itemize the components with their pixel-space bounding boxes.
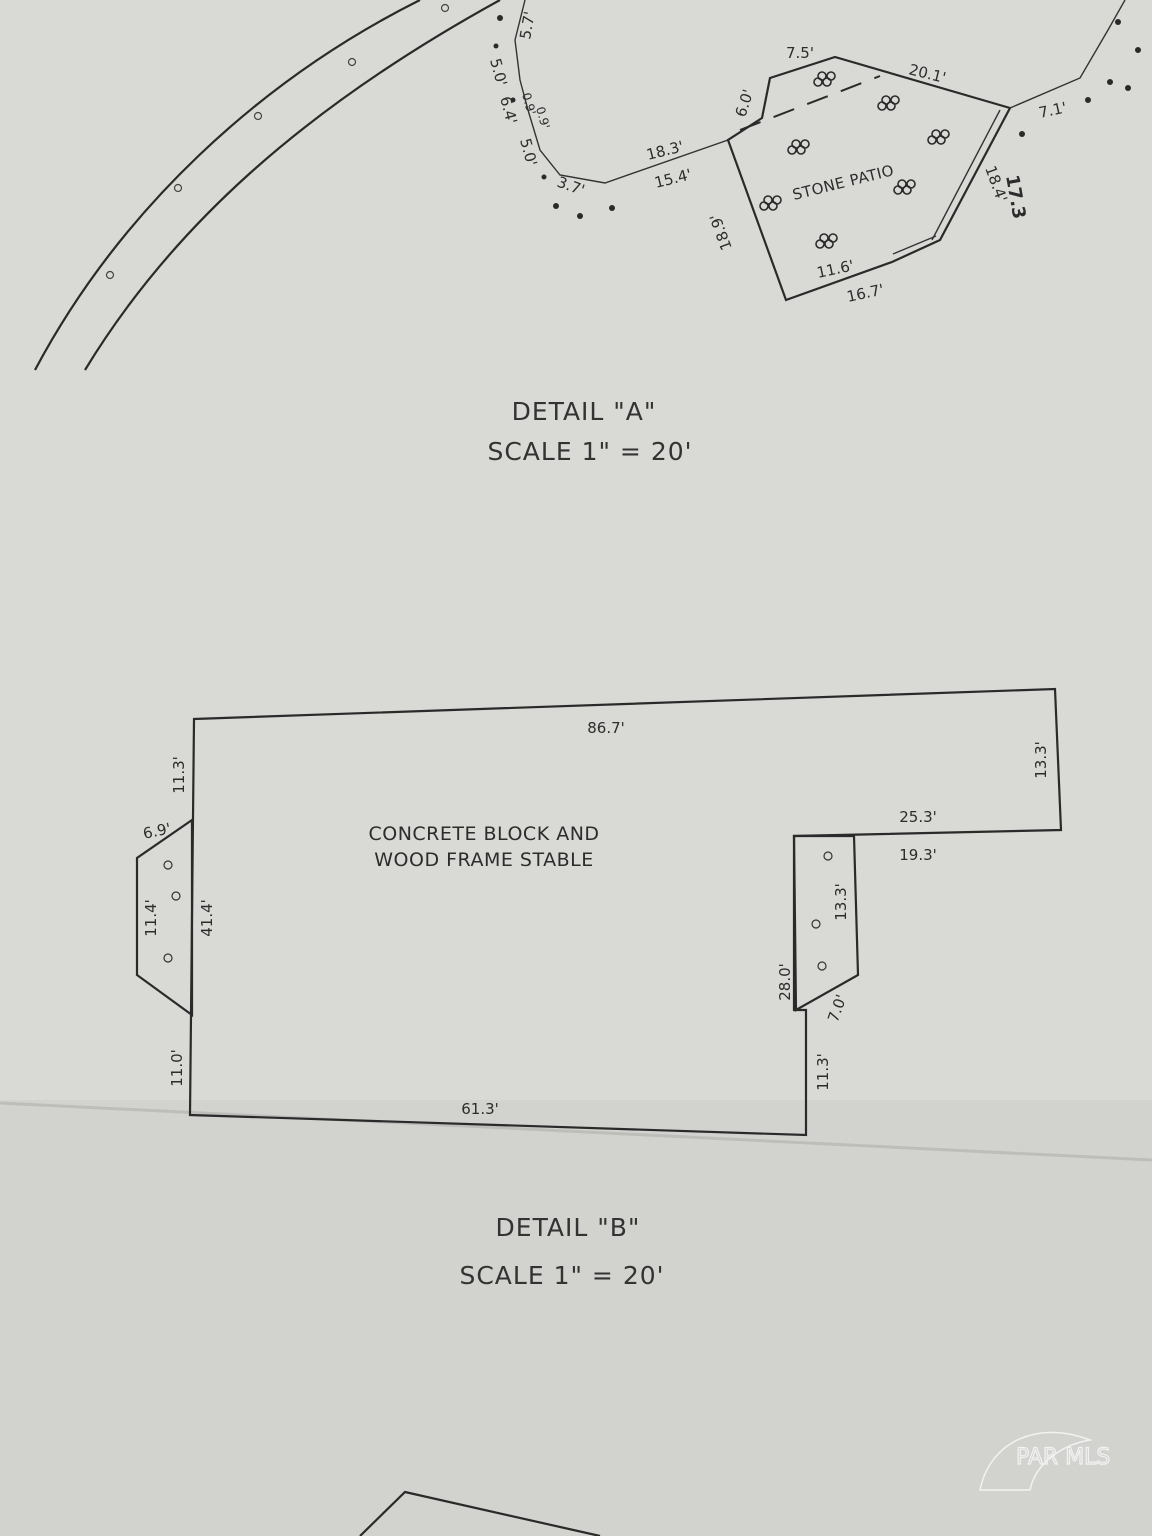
- detail-b-drawing: CONCRETE BLOCK AND WOOD FRAME STABLE 86.…: [135, 687, 1063, 1290]
- dim-notch-bottom: 19.3': [899, 846, 937, 864]
- dim-0-9b: 0.9': [533, 105, 552, 130]
- next-detail-partial-outline: [359, 1490, 601, 1536]
- par-mls-watermark: PAR MLS: [979, 1431, 1111, 1491]
- dim-top: 86.7': [587, 719, 625, 737]
- fence-line-right: [1009, 0, 1126, 109]
- dim-right-lower: 11.3': [814, 1053, 832, 1091]
- dim-notch-top: 25.3': [899, 808, 937, 826]
- road-edge-outer: [34, 0, 421, 371]
- watermark-text: PAR MLS: [1016, 1445, 1110, 1470]
- patio-wall-double: [931, 109, 1001, 241]
- road-edge-inner: [84, 0, 501, 371]
- watermark-wave-icon: [979, 1431, 1093, 1491]
- dim-7-5: 7.5': [786, 44, 814, 62]
- dim-right-bay: 13.3': [832, 883, 850, 921]
- detail-b-title: DETAIL "B": [496, 1213, 641, 1242]
- paper-fold-line: [0, 1101, 1152, 1162]
- stable-left-bay: [135, 817, 194, 1018]
- fence-posts-left: [493, 15, 615, 219]
- detail-a-scale: SCALE 1" = 20': [487, 437, 692, 466]
- stable-label-line2: WOOD FRAME STABLE: [374, 849, 593, 871]
- detail-b-scale: SCALE 1" = 20': [459, 1261, 664, 1290]
- road-marks: [105, 3, 450, 280]
- dim-7-1: 7.1': [1037, 98, 1068, 121]
- stable-bay-marks: [163, 851, 833, 971]
- dim-0-9a: 0.9': [519, 91, 538, 116]
- stable-label-line1: CONCRETE BLOCK AND: [368, 823, 599, 845]
- dim-right-top: 13.3': [1032, 741, 1050, 779]
- detail-a-title: DETAIL "A": [512, 397, 657, 426]
- fence-posts-right: [1019, 19, 1141, 137]
- dim-left-wall: 41.4': [198, 899, 216, 937]
- patio-step: [892, 235, 937, 255]
- paper-fold-shade: [0, 1100, 1152, 1536]
- stable-outline: [188, 687, 1063, 1137]
- dim-left-bay: 11.4': [142, 899, 160, 937]
- patio-dashed-line: [739, 75, 881, 131]
- dim-left-upper: 11.3': [170, 756, 188, 794]
- dim-right-wall: 28.0': [776, 963, 794, 1001]
- stable-right-bay: [792, 834, 860, 1012]
- dim-5-7: 5.7': [516, 10, 539, 41]
- dim-bottom: 61.3': [461, 1100, 499, 1118]
- patio-stone-symbols: [759, 71, 950, 249]
- dim-left-bay-top: 6.9': [141, 819, 172, 842]
- dim-left-lower: 11.0': [168, 1049, 186, 1087]
